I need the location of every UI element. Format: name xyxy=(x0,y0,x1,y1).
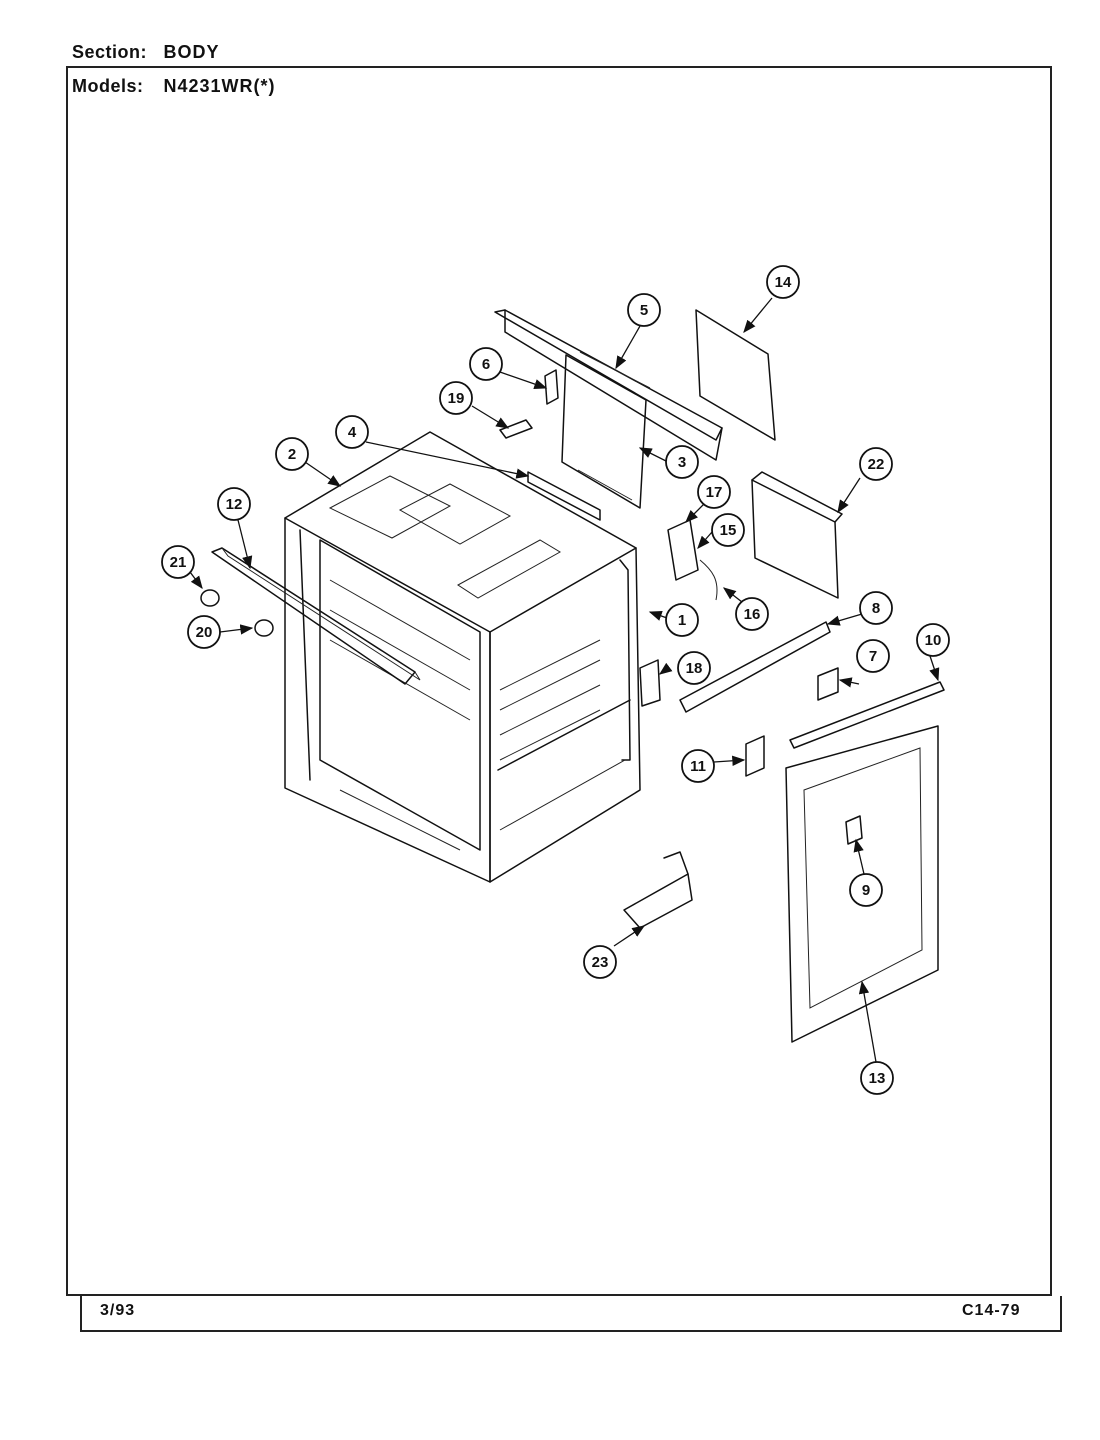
vent-duct-part xyxy=(561,354,647,509)
svg-text:1: 1 xyxy=(678,612,686,629)
callout-18: 18 xyxy=(677,651,711,685)
callout-19: 19 xyxy=(439,381,473,415)
models-header: Models: N4231WR(*) xyxy=(72,76,276,97)
trim-strip-parts xyxy=(679,621,945,749)
callout-3: 3 xyxy=(665,445,699,479)
lower-bracket-part xyxy=(623,851,693,929)
footer-date: 3/93 xyxy=(100,1302,136,1319)
callout-11: 11 xyxy=(681,749,715,783)
footer-frame xyxy=(80,1296,1062,1332)
callout-5: 5 xyxy=(627,293,661,327)
front-rail-part xyxy=(211,547,421,685)
svg-text:14: 14 xyxy=(775,274,792,291)
svg-text:15: 15 xyxy=(720,522,737,539)
callout-22: 22 xyxy=(859,447,893,481)
small-bracket-parts xyxy=(499,369,601,521)
svg-text:19: 19 xyxy=(448,390,465,407)
svg-text:12: 12 xyxy=(226,496,243,513)
callout-1: 1 xyxy=(665,603,699,637)
svg-text:22: 22 xyxy=(868,456,885,473)
callout-8: 8 xyxy=(859,591,893,625)
oven-body-part xyxy=(284,431,641,883)
svg-text:10: 10 xyxy=(925,632,942,649)
callout-4: 4 xyxy=(335,415,369,449)
section-header: Section: BODY xyxy=(72,42,220,63)
callout-7: 7 xyxy=(856,639,890,673)
door-frame-part xyxy=(785,725,939,1043)
svg-text:3: 3 xyxy=(678,454,686,471)
callout-10: 10 xyxy=(916,623,950,657)
svg-text:2: 2 xyxy=(288,446,296,463)
leader-lines xyxy=(189,297,940,1063)
callout-21: 21 xyxy=(161,545,195,579)
models-label: Models: xyxy=(72,76,144,96)
svg-text:9: 9 xyxy=(862,882,870,899)
callout-14: 14 xyxy=(766,265,800,299)
rear-panel-part xyxy=(695,309,776,441)
callout-20: 20 xyxy=(187,615,221,649)
callout-13: 13 xyxy=(860,1061,894,1095)
svg-text:18: 18 xyxy=(686,660,703,677)
section-label: Section: xyxy=(72,42,148,62)
svg-text:13: 13 xyxy=(869,1070,886,1087)
section-value: BODY xyxy=(163,42,220,62)
rear-top-bracket-part xyxy=(494,309,723,461)
svg-text:6: 6 xyxy=(482,356,490,373)
svg-text:21: 21 xyxy=(170,554,187,571)
svg-text:20: 20 xyxy=(196,624,213,641)
callout-9: 9 xyxy=(849,873,883,907)
callout-15: 15 xyxy=(711,513,745,547)
callout-23: 23 xyxy=(583,945,617,979)
callout-17: 17 xyxy=(697,475,731,509)
svg-text:17: 17 xyxy=(706,484,723,501)
svg-text:23: 23 xyxy=(592,954,609,971)
svg-text:5: 5 xyxy=(640,302,648,319)
footer-page-code: C14-79 xyxy=(962,1302,1021,1319)
control-box-part xyxy=(751,471,843,599)
svg-text:4: 4 xyxy=(348,424,357,441)
models-value: N4231WR(*) xyxy=(163,76,276,96)
diagram-frame xyxy=(66,66,1052,1296)
svg-text:16: 16 xyxy=(744,606,761,623)
callout-6: 6 xyxy=(469,347,503,381)
knob-parts xyxy=(200,589,274,637)
switch-assembly-part xyxy=(667,519,718,601)
callout-16: 16 xyxy=(735,597,769,631)
callout-2: 2 xyxy=(275,437,309,471)
callout-12: 12 xyxy=(217,487,251,521)
svg-text:11: 11 xyxy=(690,758,706,775)
svg-text:8: 8 xyxy=(872,600,880,617)
svg-text:7: 7 xyxy=(869,648,877,665)
hinge-and-plates xyxy=(639,659,839,777)
